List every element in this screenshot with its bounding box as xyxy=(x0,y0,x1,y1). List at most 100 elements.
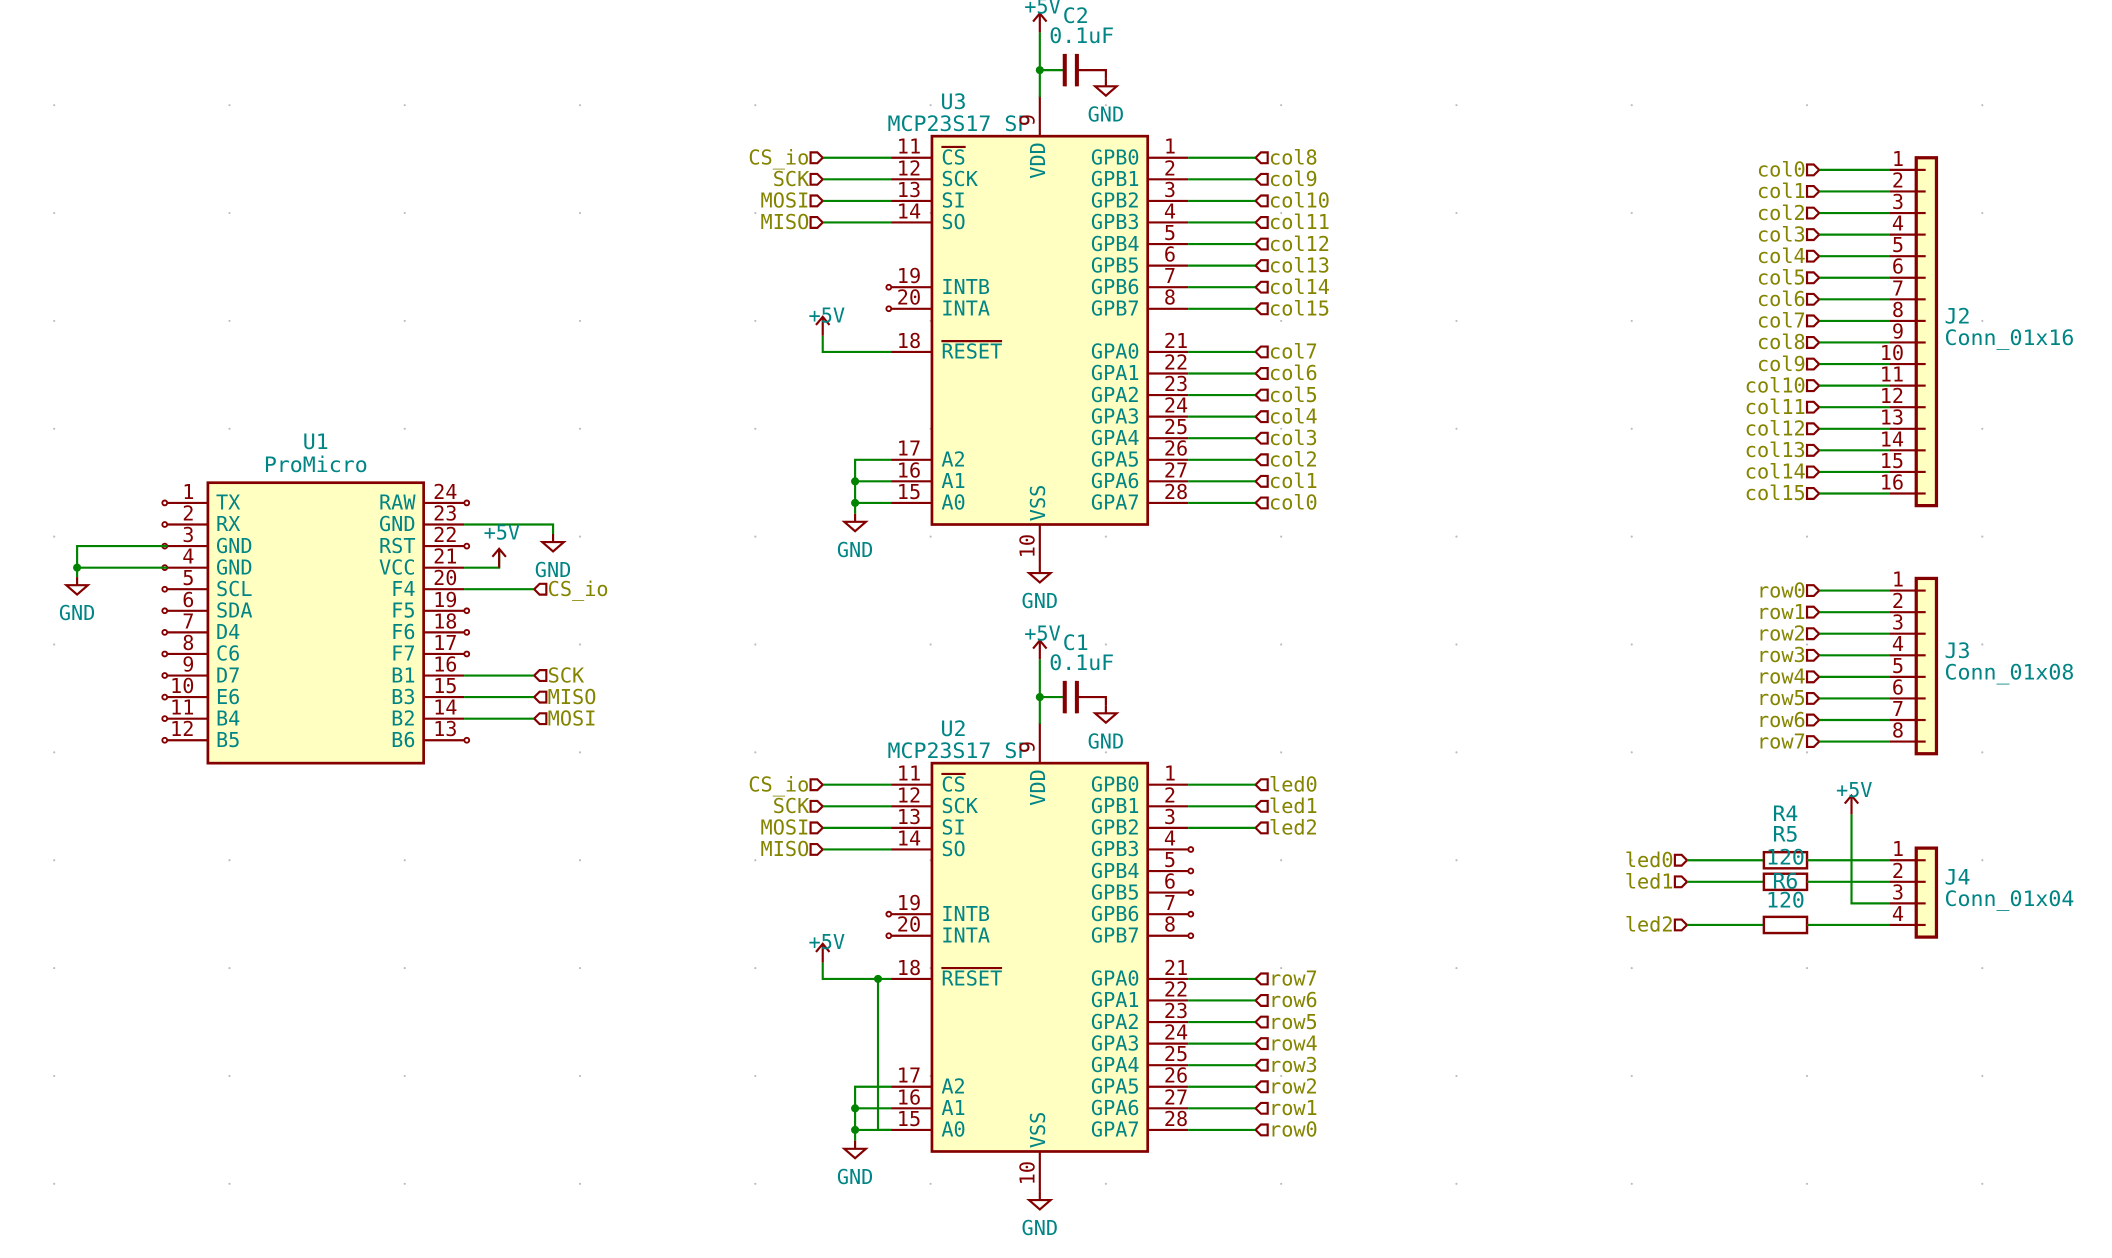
pin-name: F7 xyxy=(391,642,415,666)
net-label-text: col6 xyxy=(1757,287,1806,311)
grid-dot xyxy=(754,859,757,862)
grid-dot xyxy=(754,427,757,430)
net-label: row0 xyxy=(1254,1118,1318,1142)
pin-number: 23 xyxy=(433,501,457,525)
grid-dot xyxy=(1805,535,1809,538)
net-label: col1 xyxy=(1254,469,1318,493)
gnd-triangle xyxy=(1026,1198,1054,1211)
pin-number: 5 xyxy=(1164,848,1176,872)
grid-dot xyxy=(1981,535,1984,538)
grid-dot xyxy=(53,211,56,215)
pin-name: GPB6 xyxy=(1091,275,1140,299)
label-flag xyxy=(1805,648,1820,662)
grid-dot xyxy=(228,104,231,107)
connector-body xyxy=(1914,576,1939,756)
pin-end-circle xyxy=(1187,867,1195,875)
pin-end-circle xyxy=(161,715,169,723)
ref-designator: U1 xyxy=(303,430,329,455)
grid-dot xyxy=(1630,859,1633,862)
grid-dot xyxy=(1280,1182,1283,1185)
gnd-label: GND xyxy=(59,601,96,625)
pin-name: GPA2 xyxy=(1091,383,1140,407)
pin-number: 1 xyxy=(1892,568,1904,592)
net-label: SCK xyxy=(773,794,824,818)
gnd-triangle xyxy=(1092,85,1120,98)
net-label-text: row7 xyxy=(1757,729,1806,753)
label-flag xyxy=(1254,972,1269,986)
pin-number: 16 xyxy=(897,1085,921,1109)
pin-name: D4 xyxy=(216,620,240,644)
label-flag xyxy=(1805,465,1820,479)
label-flag xyxy=(1254,194,1269,208)
grid-dot xyxy=(1630,751,1633,754)
grid-dot xyxy=(1280,319,1283,322)
label-flag xyxy=(1254,1037,1269,1051)
pin-number: 12 xyxy=(1880,384,1904,408)
pin-name: GPB4 xyxy=(1091,232,1140,256)
net-label: row7 xyxy=(1757,729,1820,753)
grid-dot xyxy=(1280,535,1283,538)
net-label: col4 xyxy=(1254,404,1318,428)
pin-end-circle xyxy=(463,499,471,507)
net-label-text: row4 xyxy=(1757,665,1806,689)
pin-number: 21 xyxy=(1164,956,1188,980)
grid-dot xyxy=(1455,751,1458,754)
pin-name: GPB0 xyxy=(1091,145,1140,169)
pin-name: B1 xyxy=(391,663,415,687)
pin-name: GPB6 xyxy=(1091,902,1140,926)
net-label: row3 xyxy=(1254,1053,1318,1077)
grid-dot xyxy=(1455,643,1458,646)
net-label-text: col4 xyxy=(1757,244,1806,268)
pin-name: F6 xyxy=(391,620,415,644)
label-flag xyxy=(1254,453,1269,467)
pin-name: GPB5 xyxy=(1091,880,1140,904)
grid-dot xyxy=(403,1182,406,1185)
net-label: row2 xyxy=(1757,621,1820,645)
net-label: row7 xyxy=(1254,967,1318,991)
net-label-text: row0 xyxy=(1757,578,1806,602)
ref-designator: C2 xyxy=(1063,4,1089,29)
ref-designator: U3 xyxy=(941,90,967,115)
connector-body xyxy=(1914,846,1939,939)
net-label: row2 xyxy=(1254,1075,1318,1099)
net-label: col14 xyxy=(1254,275,1330,299)
ic-body xyxy=(206,481,425,765)
pin-name: SDA xyxy=(216,599,253,623)
pin-name: D7 xyxy=(216,663,240,687)
net-label-text: col9 xyxy=(1757,352,1806,376)
cap-plate-fill xyxy=(1074,53,1079,87)
gnd-triangle xyxy=(841,1147,869,1160)
label-flag xyxy=(1805,249,1820,263)
pin-name: INTB xyxy=(941,902,990,926)
label-flag xyxy=(809,216,824,229)
pin-number: 14 xyxy=(897,199,921,223)
pin-number: 14 xyxy=(1880,427,1904,451)
grid-dot xyxy=(403,319,406,322)
label-flag xyxy=(1673,853,1688,867)
grid-dot xyxy=(578,643,582,646)
label-flag xyxy=(809,194,824,208)
label-flag xyxy=(1254,1058,1269,1072)
reset-wire xyxy=(821,335,892,353)
label-flag xyxy=(1805,605,1820,619)
pin-end-circle xyxy=(161,672,169,679)
net-label: col10 xyxy=(1254,189,1330,213)
grid-dot xyxy=(1630,104,1633,107)
net-label-text: col9 xyxy=(1269,167,1318,191)
pin-name: F5 xyxy=(391,599,415,623)
grid-dot xyxy=(1104,643,1107,646)
pin-number: 3 xyxy=(1892,611,1904,635)
net-label: col5 xyxy=(1757,265,1820,289)
grid-dot xyxy=(754,1074,757,1078)
pin-name: RAW xyxy=(379,491,416,515)
pwr-symbol xyxy=(1032,638,1048,660)
label-flag xyxy=(1673,875,1688,889)
grid-dot xyxy=(1104,104,1107,107)
gnd-label: GND xyxy=(1022,589,1059,613)
net-label: led0 xyxy=(1254,772,1318,796)
label-flag xyxy=(533,669,548,682)
pin-end-circle xyxy=(1187,846,1195,853)
net-label: col6 xyxy=(1254,361,1318,385)
pin-name: VDD xyxy=(1026,769,1050,806)
